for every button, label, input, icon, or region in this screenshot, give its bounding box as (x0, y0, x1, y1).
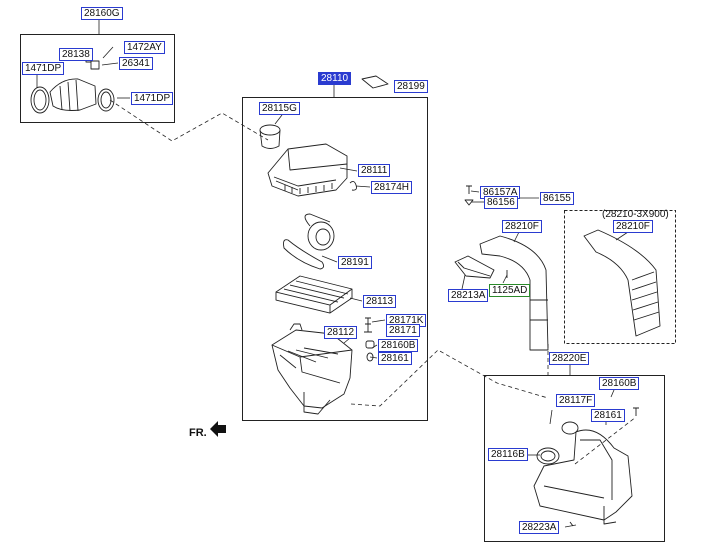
part-label-28160G[interactable]: 28160G (81, 7, 123, 20)
part-label-28138[interactable]: 28138 (59, 48, 93, 61)
part-label-28174H[interactable]: 28174H (371, 181, 413, 194)
throttle-hose-part (30, 56, 115, 114)
pad-part (361, 75, 389, 89)
part-label-28210F-variant[interactable]: 28210F (613, 220, 653, 233)
part-label-28117F[interactable]: 28117F (556, 394, 596, 407)
air-cleaner-group-box (242, 97, 428, 421)
part-label-28199[interactable]: 28199 (394, 80, 428, 93)
part-drawings (30, 56, 661, 527)
part-label-28210F-main[interactable]: 28210F (502, 220, 542, 233)
part-label-28160B-lower[interactable]: 28160B (599, 377, 640, 390)
part-label-28220E[interactable]: 28220E (549, 352, 590, 365)
mount-rubber-part (365, 340, 375, 362)
part-label-1125AD[interactable]: 1125AD (489, 284, 531, 297)
intake-hose-variant-part (583, 229, 661, 337)
leader-lines (36, 19, 629, 528)
resonator-group-box (484, 375, 665, 542)
part-label-28161-lower[interactable]: 28161 (591, 409, 625, 422)
air-cleaner-body-part (271, 323, 353, 415)
bracket-part (454, 255, 495, 279)
part-label-28171K[interactable]: 28171K (386, 314, 427, 327)
part-label-28160B-upper[interactable]: 28160B (378, 339, 419, 352)
intake-hose-variant-box (564, 210, 676, 344)
part-label-28110[interactable]: 28110 (318, 72, 352, 85)
part-label-28116B[interactable]: 28116B (488, 448, 528, 461)
part-label-28113[interactable]: 28113 (363, 295, 397, 308)
part-label-28161-upper[interactable]: 28161 (378, 352, 412, 365)
part-label-28191[interactable]: 28191 (338, 256, 372, 269)
bolt-part (364, 317, 372, 333)
bolt-washer-part (464, 185, 474, 206)
variant-note: (28210-3X900) (602, 209, 669, 220)
part-label-28171[interactable]: 28171 (386, 324, 420, 337)
clip-part (349, 180, 357, 191)
front-arrow-icon (210, 421, 226, 437)
filter-element-part (275, 275, 353, 314)
inlet-duct-part (259, 124, 281, 149)
part-label-26341[interactable]: 26341 (119, 57, 153, 70)
part-label-1471DP-left[interactable]: 1471DP (22, 62, 65, 75)
resonator-duct-part (283, 213, 335, 270)
part-label-28115G[interactable]: 28115G (259, 102, 300, 115)
part-label-86156[interactable]: 86156 (484, 196, 518, 209)
part-label-1472AY[interactable]: 1472AY (124, 41, 165, 54)
part-label-28112[interactable]: 28112 (324, 326, 358, 339)
connection-lines (109, 99, 637, 465)
part-label-28213A[interactable]: 28213A (448, 289, 489, 302)
intake-hose-part (479, 235, 549, 351)
intake-resonator-part (533, 407, 639, 527)
part-label-28111[interactable]: 28111 (358, 164, 391, 177)
part-label-28223A[interactable]: 28223A (519, 521, 560, 534)
part-label-1471DP-right[interactable]: 1471DP (131, 92, 174, 105)
throttle-hose-group-box (20, 34, 175, 123)
front-direction-label: FR. (189, 427, 207, 439)
air-cleaner-cover-part (267, 143, 348, 197)
part-label-86155[interactable]: 86155 (540, 192, 574, 205)
